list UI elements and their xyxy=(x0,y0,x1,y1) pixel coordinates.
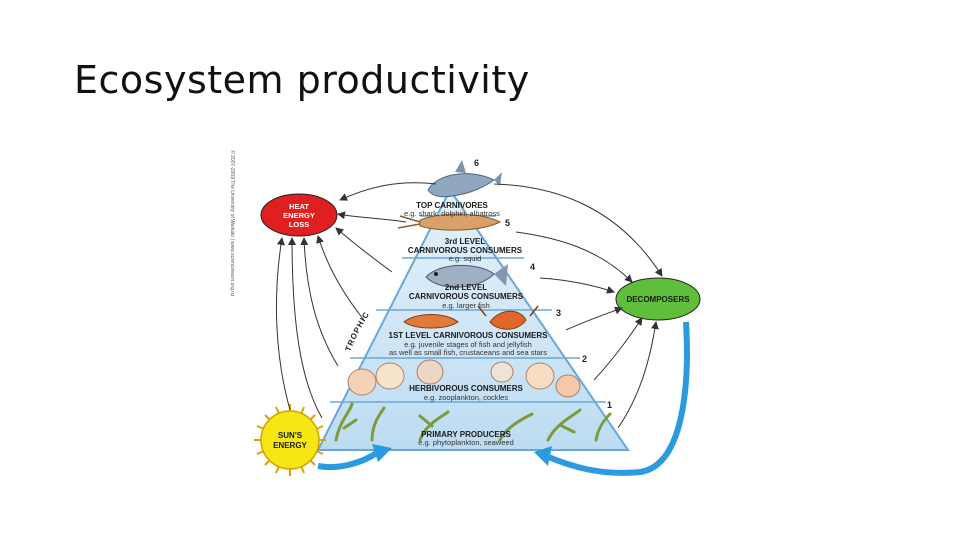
level-1-example: e.g. phytoplankton, seaweed xyxy=(418,438,514,447)
heat-energy-loss: HEAT ENERGY LOSS xyxy=(260,193,338,237)
sun-label-line2: ENERGY xyxy=(273,441,307,450)
sun-label-line1: SUN'S xyxy=(278,431,303,440)
trophic-label: TROPHIC xyxy=(344,310,372,353)
level-5-title-line1: 3rd LEVEL xyxy=(445,237,486,246)
level-5-example: e.g. squid xyxy=(449,254,482,263)
level-3-title: 1ST LEVEL CARNIVOROUS CONSUMERS xyxy=(389,331,549,340)
decomposers-label: DECOMPOSERS xyxy=(626,295,690,304)
level-1-title: PRIMARY PRODUCERS xyxy=(421,430,511,439)
energy-flow-arrows xyxy=(317,321,690,476)
fish-illustration xyxy=(425,264,508,288)
level-2-example: e.g. zooplankton, cockles xyxy=(424,393,508,402)
level-number-4: 4 xyxy=(530,262,535,272)
decomposers: DECOMPOSERS xyxy=(615,277,701,321)
level-5-title-line2: CARNIVOROUS CONSUMERS xyxy=(408,246,523,255)
trophic-label-path: TROPHIC xyxy=(344,310,371,353)
level-number-3: 3 xyxy=(556,308,561,318)
level-number-2: 2 xyxy=(582,354,587,364)
level-6-title: TOP CARNIVORES xyxy=(416,201,488,210)
crustacean-illustrations xyxy=(403,305,539,330)
slide-title: Ecosystem productivity xyxy=(74,58,530,102)
heat-label-line3: LOSS xyxy=(289,220,309,229)
level-3-example-line2: as well as small fish, crustaceans and s… xyxy=(389,348,547,357)
level-4-example: e.g. larger fish xyxy=(442,301,490,310)
level-number-6: 6 xyxy=(474,158,479,168)
squid-illustration xyxy=(397,213,502,231)
level-3-example-line1: e.g. juvenile stages of fish and jellyfi… xyxy=(404,340,532,349)
level-number-5: 5 xyxy=(505,218,510,228)
level-number-1: 1 xyxy=(607,400,612,410)
dolphin-illustration xyxy=(427,160,502,198)
level-6-example: e.g. shark, dolphin, albatross xyxy=(404,209,500,218)
seaweed-illustration xyxy=(334,402,612,442)
cockle-shells-illustration xyxy=(347,359,581,398)
heat-label-line2: ENERGY xyxy=(283,211,315,220)
heat-loss-arrows xyxy=(275,182,437,419)
level-4-title-line1: 2nd LEVEL xyxy=(445,283,487,292)
level-2-title: HERBIVOROUS CONSUMERS xyxy=(409,384,523,393)
level-4-title-line2: CARNIVOROUS CONSUMERS xyxy=(409,292,524,301)
copyright-text: © 2007-2009 The University of Waikato | … xyxy=(229,150,236,297)
heat-label-line1: HEAT xyxy=(289,202,309,211)
sun-energy: SUN'S ENERGY xyxy=(254,404,326,476)
decomposer-arrows xyxy=(493,183,663,429)
